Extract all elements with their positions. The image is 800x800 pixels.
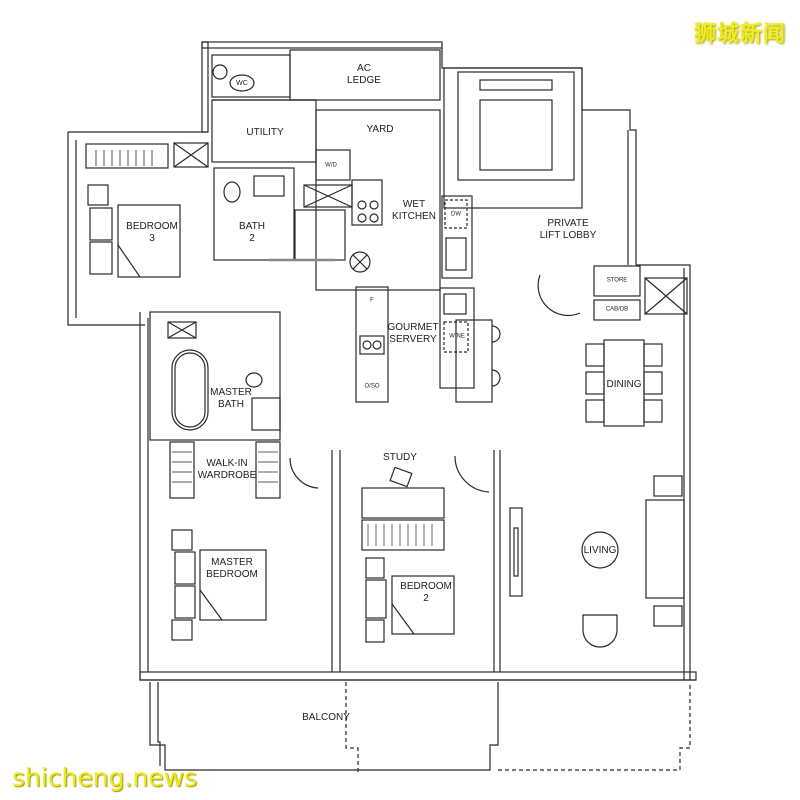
lift-core xyxy=(457,71,575,181)
living-area xyxy=(509,475,685,648)
watermark-chinese: 狮城新闻 xyxy=(693,22,786,47)
balcony xyxy=(149,682,691,772)
label-oven: O/SO xyxy=(364,383,380,390)
label-study: STUDY xyxy=(383,452,417,463)
label-wc: WC xyxy=(236,80,248,87)
label-walk-in-wardrobe: WALK-IN WARDROBE xyxy=(197,458,257,481)
label-yard: YARD xyxy=(366,124,394,135)
label-cab-db: CAB/DB xyxy=(605,306,629,313)
watermark-site: shicheng.news xyxy=(12,763,198,792)
bedroom-3 xyxy=(85,142,209,278)
study-bedroom-2 xyxy=(361,450,501,672)
outer-walls xyxy=(67,41,697,681)
bath-2 xyxy=(213,167,346,262)
store-cabinets xyxy=(537,265,688,321)
label-gourmet-servery: GOURMET SERVERY xyxy=(387,322,439,345)
label-dishwasher: DW xyxy=(451,211,461,218)
label-ac-ledge: AC LEDGE xyxy=(347,63,381,86)
label-bedroom-2: BEDROOM 2 xyxy=(400,581,452,604)
master-bath xyxy=(149,311,281,441)
walk-in-wardrobe xyxy=(169,441,319,499)
label-private-lift-lobby: PRIVATE LIFT LOBBY xyxy=(539,218,597,241)
label-living: LIVING xyxy=(583,545,617,556)
label-wet-kitchen: WET KITCHEN xyxy=(392,199,436,222)
label-wine: WINE xyxy=(449,333,465,340)
dining-set xyxy=(585,339,663,427)
master-bedroom xyxy=(171,450,341,672)
label-master-bath: MASTER BATH xyxy=(210,387,252,410)
label-store: STORE xyxy=(606,277,628,284)
gourmet-servery xyxy=(355,286,501,403)
label-bath-2: BATH 2 xyxy=(239,221,265,244)
label-dining: DINING xyxy=(606,379,642,390)
label-utility: UTILITY xyxy=(246,127,284,138)
service-area xyxy=(211,49,473,291)
label-wd: W/D xyxy=(325,162,337,169)
label-bedroom-3: BEDROOM 3 xyxy=(126,221,178,244)
label-fridge: F xyxy=(370,297,374,304)
label-balcony: BALCONY xyxy=(302,712,350,723)
label-master-bedroom: MASTER BEDROOM xyxy=(206,557,258,580)
